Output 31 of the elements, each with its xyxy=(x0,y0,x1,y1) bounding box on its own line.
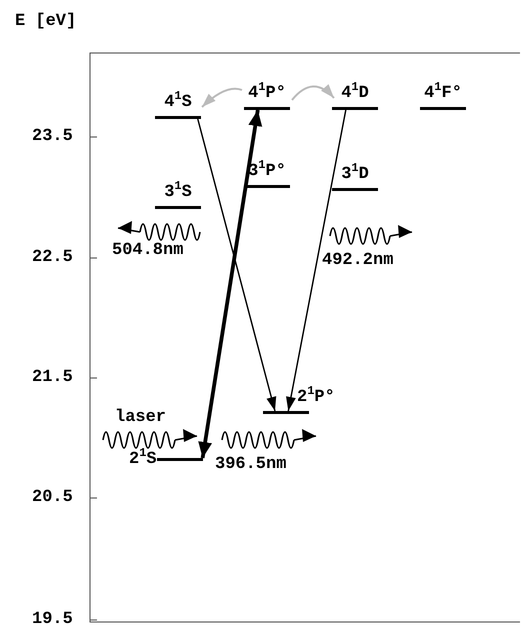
laser-label: laser xyxy=(115,408,166,428)
transition-arrow xyxy=(201,88,242,108)
energy-level xyxy=(244,84,290,110)
level-label: 4$^{1}$S xyxy=(164,93,192,113)
energy-level xyxy=(155,93,201,119)
tick-label: 23.5 xyxy=(32,127,73,147)
axis-title: E [eV] xyxy=(15,12,76,32)
energy-level xyxy=(332,84,378,110)
level-label: 4$^{1}$D xyxy=(341,84,369,104)
tick-label: 20.5 xyxy=(32,488,73,508)
tick-label: 21.5 xyxy=(32,368,73,388)
level-label: 3$^{1}$D xyxy=(341,165,369,185)
level-label: 4$^{1}$P° xyxy=(248,84,286,104)
transition-arrow xyxy=(198,110,262,458)
wavelength-label: 492.2nm xyxy=(322,251,394,271)
tick-label: 22.5 xyxy=(32,248,73,268)
energy-level xyxy=(420,84,466,110)
level-label: 2$^{1}$S xyxy=(129,450,157,470)
wavelength-label: 396.5nm xyxy=(215,455,286,475)
level-label: 4$^{1}$F° xyxy=(424,84,462,104)
transition-arrow xyxy=(286,110,346,412)
tick-label: 19.5 xyxy=(32,610,73,630)
energy-level xyxy=(244,162,290,188)
energy-level xyxy=(332,165,378,191)
wavelength-label: 504.8nm xyxy=(112,241,184,261)
level-label: 3$^{1}$S xyxy=(164,183,192,203)
transition-arrow xyxy=(197,118,276,412)
level-label: 2$^{1}$P° xyxy=(297,388,335,408)
energy-level xyxy=(155,183,201,209)
energy-level xyxy=(263,388,335,414)
transition-arrow xyxy=(291,84,335,101)
